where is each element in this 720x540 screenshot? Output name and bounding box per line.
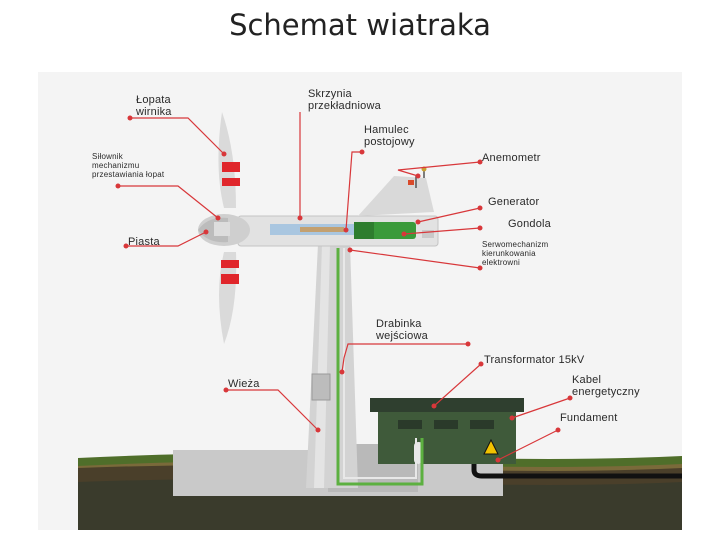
label-rotor-blade: Łopata wirnika [136,94,172,118]
label-tower: Wieża [228,378,260,390]
label-power-cable: Kabel energetyczny [572,374,640,398]
transformer-house [370,398,524,464]
label-generator: Generator [488,196,540,208]
label-anemometer: Anemometr [482,152,541,164]
slide-title: Schemat wiatraka [229,8,491,42]
label-foundation: Fundament [560,412,618,424]
tower [306,244,424,488]
turbine-illustration [38,72,682,530]
label-nacelle: Gondola [508,218,551,230]
callout-lines [118,112,571,461]
label-pitch-actuator: Siłownik mechanizmu przestawiania łopat [92,152,165,179]
label-access-ladder: Drabinka wejściowa [376,318,428,342]
callout-dots [115,115,573,463]
label-gearbox: Skrzynia przekładniowa [308,88,381,112]
power-cable [471,447,682,479]
label-transformer: Transformator 15kV [484,354,585,366]
wind-turbine-diagram: Łopata wirnika Siłownik mechanizmu przes… [38,72,682,530]
nacelle [237,176,439,247]
label-hub: Piasta [128,236,160,248]
rotor [198,112,250,344]
label-parking-brake: Hamulec postojowy [364,124,415,148]
label-yaw-servo: Serwomechanizm kierunkowania elektrowni [482,240,549,267]
